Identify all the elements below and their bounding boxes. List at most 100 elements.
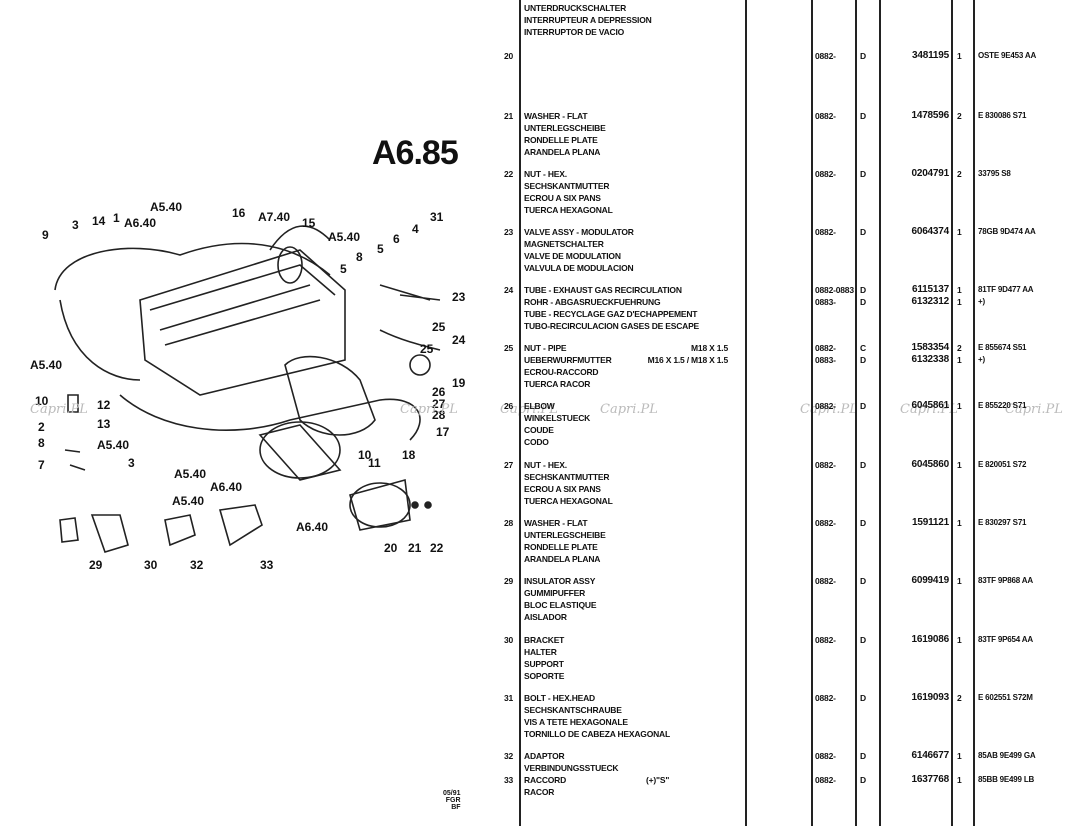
quantity: 1 (957, 460, 962, 470)
desc-line: TUERCA RACOR (524, 379, 591, 389)
callout-label: A5.40 (97, 438, 130, 452)
callout-label: 32 (190, 558, 204, 572)
item-number: 23 (503, 227, 513, 237)
quantity: 1 (957, 401, 962, 411)
desc-line: UNTERLEGSCHEIBE (524, 530, 606, 540)
watermark: Capri.PL (500, 402, 558, 417)
item-number: 22 (503, 169, 513, 179)
desc-line: VALVULA DE MODULACION (524, 263, 634, 273)
desc-line: RACCORD (524, 775, 567, 785)
engineering-ref: 83TF 9P868 AA (978, 576, 1033, 585)
engineering-ref: E 830297 S71 (978, 518, 1027, 527)
watermark: Capri.PL (400, 402, 458, 417)
callout-label: 9 (42, 228, 49, 242)
engineering-ref: E 820051 S72 (978, 460, 1027, 469)
callout-label: A6.40 (296, 520, 329, 534)
callout-label: 12 (97, 398, 111, 412)
note: (+)"S" (646, 775, 670, 785)
item-number: 30 (503, 635, 513, 645)
item-number: 20 (503, 51, 513, 61)
callout-label: 5 (340, 262, 347, 276)
callout-label: A5.40 (328, 230, 361, 244)
desc-line: RONDELLE PLATE (524, 135, 598, 145)
desc-line: SOPORTE (524, 671, 565, 681)
part-number: 1619093 (911, 692, 949, 703)
desc-line: RACOR (524, 787, 555, 797)
code: D (860, 297, 866, 307)
date-range: 0882- (815, 401, 836, 411)
desc-line: ECROU-RACCORD (524, 367, 599, 377)
part-number: 1591121 (912, 517, 949, 528)
desc-line: TUBO-RECIRCULACION GASES DE ESCAPE (524, 321, 700, 331)
code: D (860, 169, 866, 179)
callout-label: 7 (38, 458, 45, 472)
callout-label: 30 (144, 558, 158, 572)
engineering-ref: E 602551 S72M (978, 693, 1033, 702)
item-number: 33 (503, 775, 513, 785)
desc-line: ELBOW (524, 401, 555, 411)
item-number: 28 (503, 518, 513, 528)
desc-line: BOLT - HEX.HEAD (524, 693, 595, 703)
date-range: 0882- (815, 343, 836, 353)
desc-line: SECHSKANTMUTTER (524, 472, 610, 482)
part-number: 6132312 (911, 296, 949, 307)
callout-label: 10 (35, 394, 49, 408)
desc-line: VIS A TETE HEXAGONALE (524, 717, 628, 727)
column-rule (973, 0, 975, 826)
watermark: Capri.PL (30, 402, 88, 417)
engineering-ref: E 830086 S71 (978, 111, 1027, 120)
engineering-ref: 78GB 9D474 AA (978, 227, 1036, 236)
quantity: 1 (957, 576, 962, 586)
engineering-ref: 85BB 9E499 LB (978, 775, 1035, 784)
callout-label: 24 (452, 333, 466, 347)
callout-label: 18 (402, 448, 416, 462)
quantity: 1 (957, 751, 962, 761)
callout-label: 31 (430, 210, 444, 224)
callout-label: 14 (92, 214, 106, 228)
callout-label: 8 (38, 436, 45, 450)
desc-line: ARANDELA PLANA (524, 147, 601, 157)
desc-line: INTERRUPTEUR A DEPRESSION (524, 15, 652, 25)
date-range: 0883- (815, 297, 836, 307)
desc-line: ARANDELA PLANA (524, 554, 601, 564)
engineering-ref: OSTE 9E453 AA (978, 51, 1037, 60)
desc-line: NUT - HEX. (524, 169, 567, 179)
desc-line: BRACKET (524, 635, 565, 645)
callout-label: 25 (432, 320, 446, 334)
column-rule (745, 0, 747, 826)
engineering-ref: E 855220 S71 (978, 401, 1027, 410)
date-range: 0882- (815, 518, 836, 528)
code: C (860, 343, 866, 353)
quantity: 1 (957, 775, 962, 785)
desc-line: BLOC ELASTIQUE (524, 600, 597, 610)
engineering-ref: E 855674 S51 (978, 343, 1027, 352)
quantity: 1 (957, 355, 962, 365)
desc-line: HALTER (524, 647, 557, 657)
desc-line: AISLADOR (524, 612, 567, 622)
quantity: 1 (957, 285, 962, 295)
intake-manifold (139, 249, 346, 396)
date-range: 0882- (815, 751, 836, 761)
callout-label: 16 (232, 206, 246, 220)
code: D (860, 285, 866, 295)
desc-line: WASHER - FLAT (524, 111, 588, 121)
quantity: 2 (957, 343, 962, 353)
part-number: 0204791 (911, 168, 949, 179)
desc-line: SUPPORT (524, 659, 564, 669)
air-cleaner-duct (284, 355, 376, 436)
callout-label: A7.40 (258, 210, 291, 224)
column-rule (951, 0, 953, 826)
desc-line: VALVE ASSY - MODULATOR (524, 227, 634, 237)
engineering-ref: 33795 S8 (978, 169, 1011, 178)
quantity: 1 (957, 518, 962, 528)
column-rule (519, 0, 521, 826)
date-range: 0882- (815, 635, 836, 645)
date-range: 0882- (815, 111, 836, 121)
engineering-ref: 85AB 9E499 GA (978, 751, 1036, 760)
footer-code: FGR (445, 797, 461, 804)
desc-line: NUT - HEX. (524, 460, 567, 470)
part-number: 6115137 (912, 284, 949, 295)
